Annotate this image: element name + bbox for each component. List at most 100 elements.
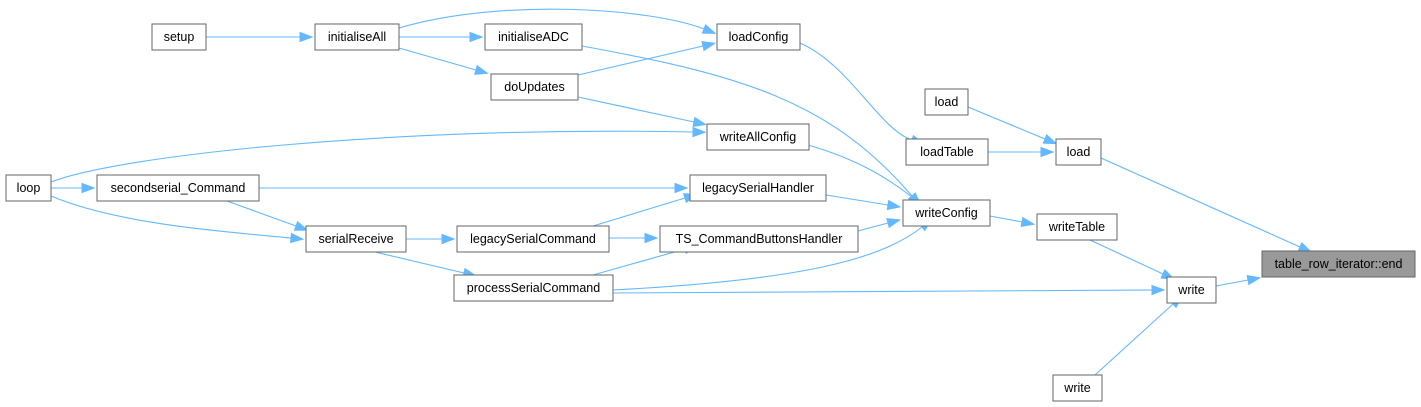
node-label: legacySerialHandler	[702, 181, 814, 195]
edge-line	[1089, 239, 1164, 275]
nodes-layer: setup initialiseAll initialiseADC loadConfi…	[5, 23, 1416, 402]
node-label: initialiseAll	[328, 30, 386, 44]
node-box	[456, 225, 610, 253]
edge-legacySerialCommand-to-legacySerialHandler	[592, 193, 698, 227]
node-initialiseADC[interactable]: initialiseADC	[484, 23, 583, 51]
edge-serialReceive-to-legacySerialCommand	[406, 233, 456, 245]
node-label: load	[1067, 145, 1091, 159]
edge-secondserial_Command-to-serialReceive	[226, 200, 309, 231]
node-table-row-iterator-end[interactable]: table_row_iterator::end	[1261, 250, 1416, 278]
node-label: loadTable	[920, 145, 974, 159]
node-write2[interactable]: write	[1052, 374, 1103, 402]
node-setup[interactable]: setup	[151, 23, 207, 51]
node-box	[902, 199, 991, 227]
edge-legacySerialCommand-to-TS_CommandButtonsHandler	[609, 232, 659, 244]
node-box	[1036, 213, 1118, 241]
node-box	[1052, 374, 1103, 402]
edge-line	[581, 45, 913, 197]
edge-legacySerialHandler-to-writeConfig	[825, 194, 902, 211]
edge-loadTable-to-loadMain	[988, 146, 1055, 158]
edge-writeConfig-to-writeTable	[989, 215, 1036, 228]
node-box	[305, 225, 407, 253]
arrowhead-icon	[692, 116, 708, 127]
node-loadMain[interactable]: load	[1055, 138, 1102, 166]
edge-line	[1100, 157, 1301, 248]
edge-line	[592, 197, 686, 227]
edge-line	[807, 144, 913, 198]
node-label: setup	[164, 30, 195, 44]
arrowhead-icon	[701, 41, 717, 52]
node-writeTable[interactable]: writeTable	[1036, 213, 1118, 241]
node-label: write	[1063, 381, 1090, 395]
node-label: loop	[17, 181, 41, 195]
arrowhead-icon	[1151, 284, 1166, 296]
edge-line	[50, 195, 292, 239]
edge-loadConfig-to-loadTable	[799, 42, 925, 145]
node-box	[659, 225, 859, 253]
edge-load-to-loadMain	[967, 106, 1058, 145]
node-TS-CommandButtonsHandler[interactable]: TS_CommandButtonsHandler	[659, 225, 859, 253]
edge-secondserial_Command-to-legacySerialHandler	[259, 182, 689, 194]
node-box	[5, 174, 52, 202]
node-box	[1166, 276, 1217, 304]
node-box	[453, 274, 614, 302]
node-box	[1055, 138, 1102, 166]
edge-line	[398, 8, 705, 30]
node-writeAllConfig[interactable]: writeAllConfig	[706, 123, 810, 151]
edge-initialiseAll-to-initialiseADC	[399, 31, 484, 43]
node-box	[314, 23, 400, 51]
node-write[interactable]: write	[1166, 276, 1217, 304]
edge-loop-to-writeAllConfig	[50, 126, 707, 183]
arrowhead-icon	[293, 220, 309, 231]
arrowhead-icon	[644, 232, 659, 244]
node-initialiseAll[interactable]: initialiseAll	[314, 23, 400, 51]
node-doUpdates[interactable]: doUpdates	[490, 73, 579, 101]
edge-processSerialCommand-to-write	[612, 284, 1166, 296]
edge-line	[577, 96, 695, 123]
node-writeConfig[interactable]: writeConfig	[902, 199, 991, 227]
arrowhead-icon	[886, 199, 902, 211]
node-loop[interactable]: loop	[5, 174, 52, 202]
node-label: loadConfig	[729, 30, 789, 44]
node-label: secondserial_Command	[111, 181, 246, 195]
edge-line	[398, 47, 477, 71]
node-loadConfig[interactable]: loadConfig	[716, 23, 801, 51]
edge-loop-to-serialReceive	[50, 195, 305, 244]
edge-doUpdates-to-writeAllConfig	[577, 96, 708, 127]
node-label: writeConfig	[914, 206, 978, 220]
node-label: load	[935, 95, 959, 109]
arrowhead-icon	[1040, 146, 1055, 158]
edge-doUpdates-to-loadConfig	[577, 41, 717, 76]
node-serialReceive[interactable]: serialReceive	[305, 225, 407, 253]
edge-line	[1094, 303, 1174, 376]
edge-line	[592, 248, 686, 276]
node-label: TS_CommandButtonsHandler	[676, 232, 843, 246]
arrowhead-icon	[299, 31, 314, 43]
edge-line	[857, 222, 889, 232]
edge-serialReceive-to-processSerialCommand	[374, 251, 478, 278]
node-box	[490, 73, 579, 101]
node-loadTable[interactable]: loadTable	[905, 138, 989, 166]
edge-write2-to-write	[1094, 294, 1183, 376]
node-label: serialReceive	[318, 232, 393, 246]
node-box	[924, 88, 969, 116]
node-secondserial-Command[interactable]: secondserial_Command	[96, 174, 260, 202]
node-processSerialCommand[interactable]: processSerialCommand	[453, 274, 614, 302]
edge-line	[799, 42, 913, 141]
node-label: write	[1177, 283, 1204, 297]
node-box	[905, 138, 989, 166]
node-legacySerialHandler[interactable]: legacySerialHandler	[689, 174, 827, 202]
node-label: doUpdates	[504, 80, 564, 94]
node-box	[689, 174, 827, 202]
arrowhead-icon	[469, 31, 484, 43]
node-legacySerialCommand[interactable]: legacySerialCommand	[456, 225, 610, 253]
node-label: writeAllConfig	[719, 130, 796, 144]
edge-line	[612, 289, 1153, 294]
arrowhead-icon	[289, 232, 305, 244]
edge-line	[577, 45, 704, 76]
edge-loadMain-to-table_row_iterator_end	[1100, 157, 1313, 253]
node-box	[716, 23, 801, 51]
node-label: legacySerialCommand	[470, 232, 596, 246]
node-load[interactable]: load	[924, 88, 969, 116]
